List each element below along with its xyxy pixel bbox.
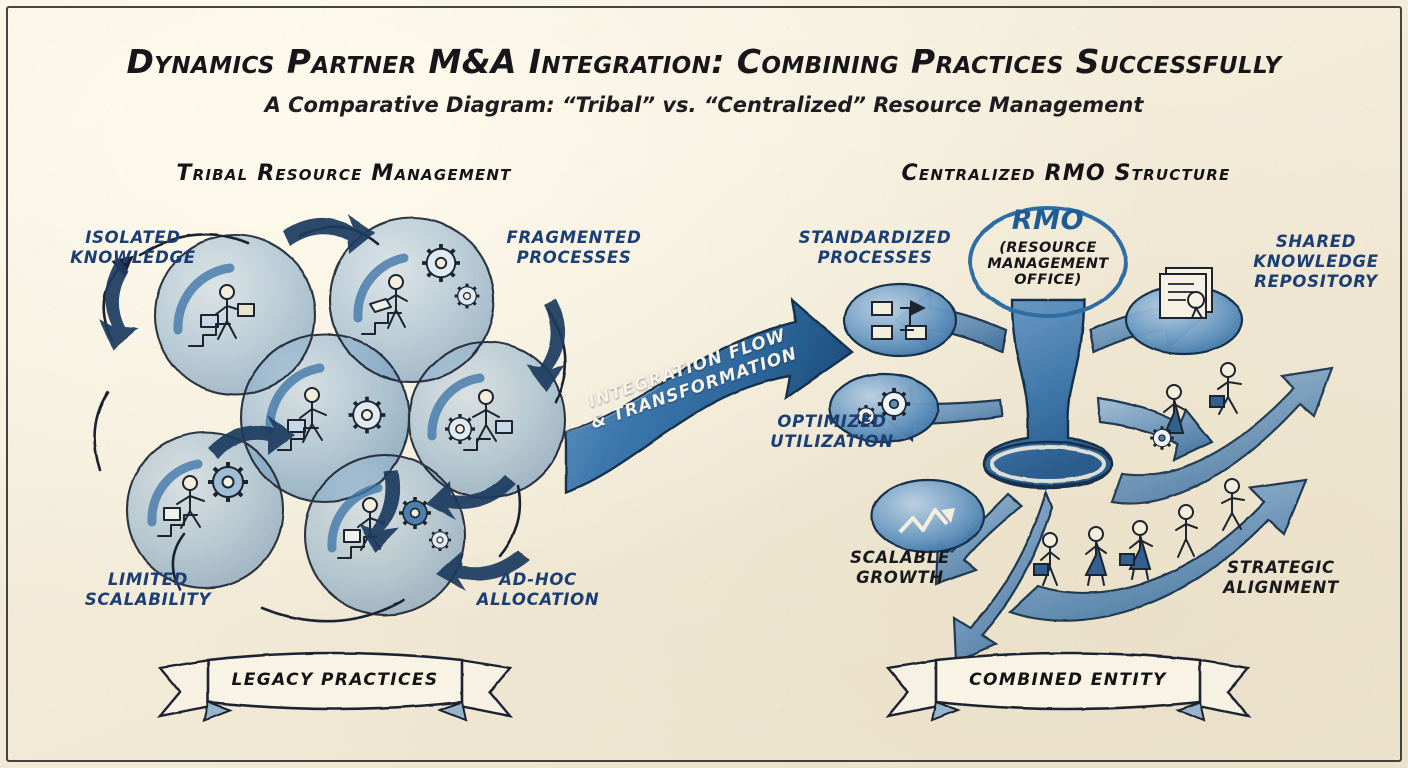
documents-icon — [1124, 267, 1244, 356]
label-limited-scalability: LIMITED SCALABILITY — [84, 570, 212, 610]
legacy-practices-banner-label: LEGACY PRACTICES — [231, 670, 439, 690]
right-section-heading: Centralized RMO Structure — [901, 161, 1231, 186]
legacy-practices-banner — [156, 651, 514, 722]
rmo-hub-outline — [968, 206, 1128, 318]
combined-entity-banner — [884, 651, 1252, 722]
combined-entity-banner-label: COMBINED ENTITY — [969, 670, 1167, 690]
page-subtitle: A Comparative Diagram: “Tribal” vs. “Cen… — [264, 93, 1144, 117]
page-title: Dynamics Partner M&A Integration: Combin… — [126, 42, 1282, 81]
label-optimized-utilization: OPTIMIZED UTILIZATION — [770, 412, 894, 452]
label-strategic-alignment: STRATEGIC ALIGNMENT — [1223, 558, 1339, 598]
label-scalable-growth: SCALABLE GROWTH — [849, 548, 950, 588]
rmo-hub-title: RMO — [1011, 205, 1085, 236]
label-shared-knowledge-repository: SHARED KNOWLEDGE REPOSITORY — [1253, 232, 1379, 292]
gear-icon — [208, 243, 480, 552]
gears-icon — [828, 372, 940, 444]
tribal-silo-cluster — [93, 214, 567, 623]
flowchart-icon — [842, 282, 958, 358]
label-ad-hoc-allocation: AD-HOC ALLOCATION — [476, 570, 600, 610]
centralized-rmo-structure — [828, 206, 1334, 664]
rmo-hub-subtitle: (RESOURCE MANAGEMENT OFFICE) — [987, 240, 1109, 289]
growth-chart-icon — [870, 478, 986, 554]
silo-flow-arrows — [99, 214, 566, 591]
label-standardized-processes: STANDARDIZED PROCESSES — [798, 228, 952, 268]
aligned-people-group — [1007, 362, 1334, 622]
left-section-heading: Tribal Resource Management — [176, 161, 512, 186]
integration-flow-arrow — [564, 296, 854, 494]
label-fragmented-processes: FRAGMENTED PROCESSES — [506, 228, 642, 268]
label-isolated-knowledge: ISOLATED KNOWLEDGE — [70, 228, 196, 268]
